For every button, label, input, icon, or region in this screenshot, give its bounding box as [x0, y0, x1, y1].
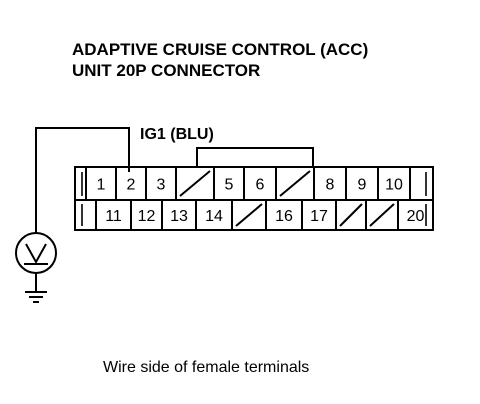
connector-outline	[74, 166, 434, 231]
empty-cavity-slash	[339, 203, 363, 227]
pin-9-label: 9	[358, 177, 367, 194]
title-line-2: UNIT 20P CONNECTOR	[72, 61, 260, 80]
meter-lead-wire	[35, 127, 130, 233]
pin-2-label: 2	[127, 177, 136, 194]
pin-13-label: 13	[170, 208, 188, 225]
pin-5-label: 5	[225, 177, 234, 194]
pin-1-label: 1	[97, 177, 106, 194]
caption: Wire side of female terminals	[103, 359, 309, 376]
title-line-1: ADAPTIVE CRUISE CONTROL (ACC)	[72, 40, 368, 59]
pin-6-label: 6	[256, 177, 265, 194]
pin-14-label: 14	[205, 208, 223, 225]
empty-cavity-slash	[179, 170, 211, 197]
voltmeter-icon	[15, 232, 57, 274]
pin-20-label: 20	[407, 208, 425, 225]
wire-label: IG1 (BLU)	[140, 126, 214, 143]
pin-10-label: 10	[385, 177, 403, 194]
pin-11-label: 11	[105, 208, 122, 225]
voltmeter-circle	[15, 232, 57, 274]
voltmeter-v-glyph	[25, 243, 47, 265]
empty-cavity-slash	[369, 203, 395, 227]
ground-icon	[25, 273, 47, 303]
pin-3-label: 3	[157, 177, 166, 194]
empty-cavity-slash	[235, 203, 263, 227]
pin-16-label: 16	[275, 208, 293, 225]
ig1-jumper-wire	[196, 147, 314, 167]
pin-8-label: 8	[326, 177, 335, 194]
empty-cavity-slash	[279, 170, 311, 197]
pin-17-label: 17	[310, 208, 328, 225]
pin-12-label: 12	[138, 208, 156, 225]
